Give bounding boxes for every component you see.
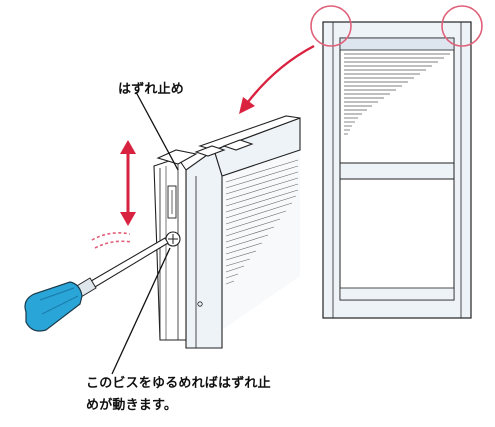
highlight-circle-icon [310,5,352,47]
screw-instruction-line-2: めが動きます。 [86,398,178,413]
screwdriver-icon [24,237,169,332]
pointer-arrow-icon [239,44,315,114]
window-door-overview [322,21,472,319]
screen-mesh-hatching [344,53,450,135]
double-arrow-icon [120,140,136,226]
screw-instruction-label: このビスをゆるめればはずれ止 めが動きます。 [86,373,271,417]
screw-instruction-line-1: このビスをゆるめればはずれ止 [86,376,271,391]
frame-corner-detail [153,115,301,349]
stop-leader-line [135,91,179,171]
screen-mesh-hatching [225,159,299,285]
motion-lines-icon [91,232,133,249]
stop-label: はずれ止め [118,82,185,97]
highlight-circle-icon [441,5,483,47]
screw-leader-line [111,247,171,375]
